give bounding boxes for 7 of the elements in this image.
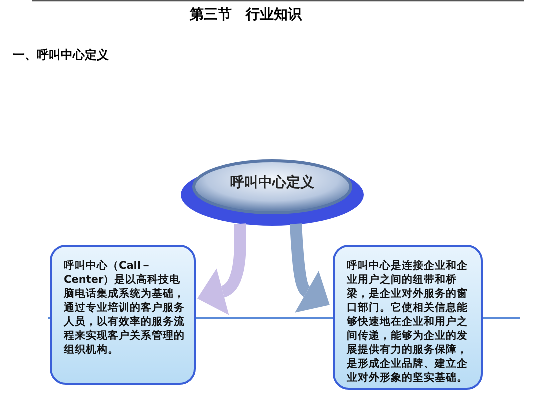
text-box: 呼叫中心（Call－Center）是以高科技电脑电话集成系统为基础，通过专业培训的客户服务人员，以有效率的服务流程来实现客户关系管理的组织机构。 bbox=[50, 245, 196, 385]
section-heading: 一、呼叫中心定义 bbox=[13, 47, 109, 64]
curved-arrow bbox=[290, 224, 327, 310]
curved-arrow bbox=[198, 224, 246, 314]
title: 第三节 行业知识 bbox=[190, 6, 302, 24]
text-box: 呼叫中心是连接企业和企业用户之间的纽带和桥梁，是企业对外服务的窗口部门。它使相关信息能够快速地在企业和用户之间传递，能够为企业的发展提供有力的服务保障，是形成企业品牌、建立企业对外形象的坚实基础。 bbox=[333, 245, 483, 390]
node-text: 呼叫中心定义 bbox=[230, 174, 316, 192]
